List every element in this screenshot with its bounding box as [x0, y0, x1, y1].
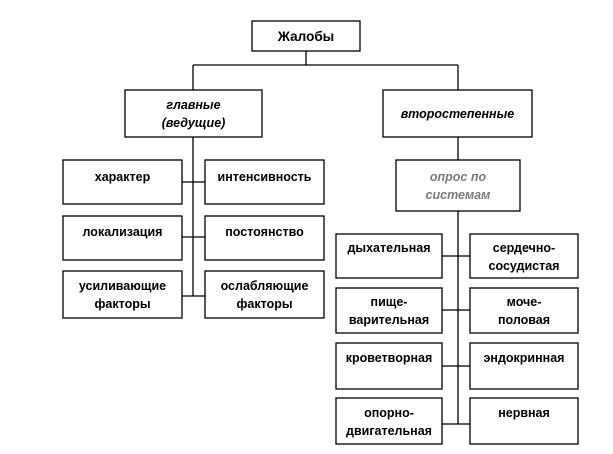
detail-label-line2: факторы — [236, 297, 292, 311]
system-label-line1: моче- — [507, 295, 542, 309]
system-label-line2: половая — [498, 313, 550, 327]
main-detail-relieving-factors: ослабляющие факторы — [204, 270, 325, 319]
main-complaints-label-line1: главные — [166, 98, 220, 112]
main-detail-localization: локализация — [62, 215, 183, 261]
system-label-line2: сосудистая — [489, 259, 560, 273]
system-label-line1: пище- — [371, 295, 408, 309]
main-detail-characteristic: характер — [62, 159, 183, 205]
system-label: нервная — [498, 406, 550, 420]
main-detail-constancy: постоянство — [204, 215, 325, 261]
root-node: Жалобы — [251, 20, 361, 52]
system-label-line2: двигательная — [346, 424, 432, 438]
system-nervous: нервная — [469, 397, 579, 445]
systems-survey-label-line1: опрос по — [430, 170, 487, 184]
system-respiratory: дыхательная — [335, 233, 443, 279]
main-detail-aggravating-factors: усиливающие факторы — [62, 270, 183, 319]
secondary-complaints-node: второстепенные — [382, 89, 533, 138]
system-label: кроветворная — [346, 351, 433, 365]
detail-label: постоянство — [225, 225, 304, 239]
secondary-complaints-label: второстепенные — [401, 107, 514, 121]
system-label-line2: варительная — [349, 313, 429, 327]
system-cardiovascular: сердечно- сосудистая — [469, 233, 579, 279]
detail-label-line2: факторы — [94, 297, 150, 311]
main-complaints-node: главные (ведущие) — [124, 89, 263, 138]
systems-survey-label-line2: системам — [426, 188, 491, 202]
system-endocrine: эндокринная — [469, 342, 579, 390]
system-label-line1: сердечно- — [493, 241, 555, 255]
detail-label: характер — [95, 170, 151, 184]
detail-label-line1: усиливающие — [79, 279, 166, 293]
system-hematopoietic: кроветворная — [335, 342, 443, 390]
system-label: эндокринная — [484, 351, 565, 365]
system-label-line1: опорно- — [364, 406, 414, 420]
system-musculoskeletal: опорно- двигательная — [335, 397, 443, 445]
detail-label-line1: ослабляющие — [221, 279, 309, 293]
system-digestive: пище- варительная — [335, 287, 443, 334]
main-detail-intensity: интенсивность — [204, 159, 325, 205]
system-label: дыхательная — [347, 241, 430, 255]
detail-label: локализация — [83, 225, 163, 239]
systems-survey-node: опрос по системам — [395, 159, 521, 212]
system-genitourinary: моче- половая — [469, 287, 579, 334]
root-label: Жалобы — [277, 29, 334, 44]
connectors — [182, 51, 470, 425]
detail-label: интенсивность — [218, 170, 312, 184]
main-complaints-label-line2: (ведущие) — [162, 116, 226, 130]
